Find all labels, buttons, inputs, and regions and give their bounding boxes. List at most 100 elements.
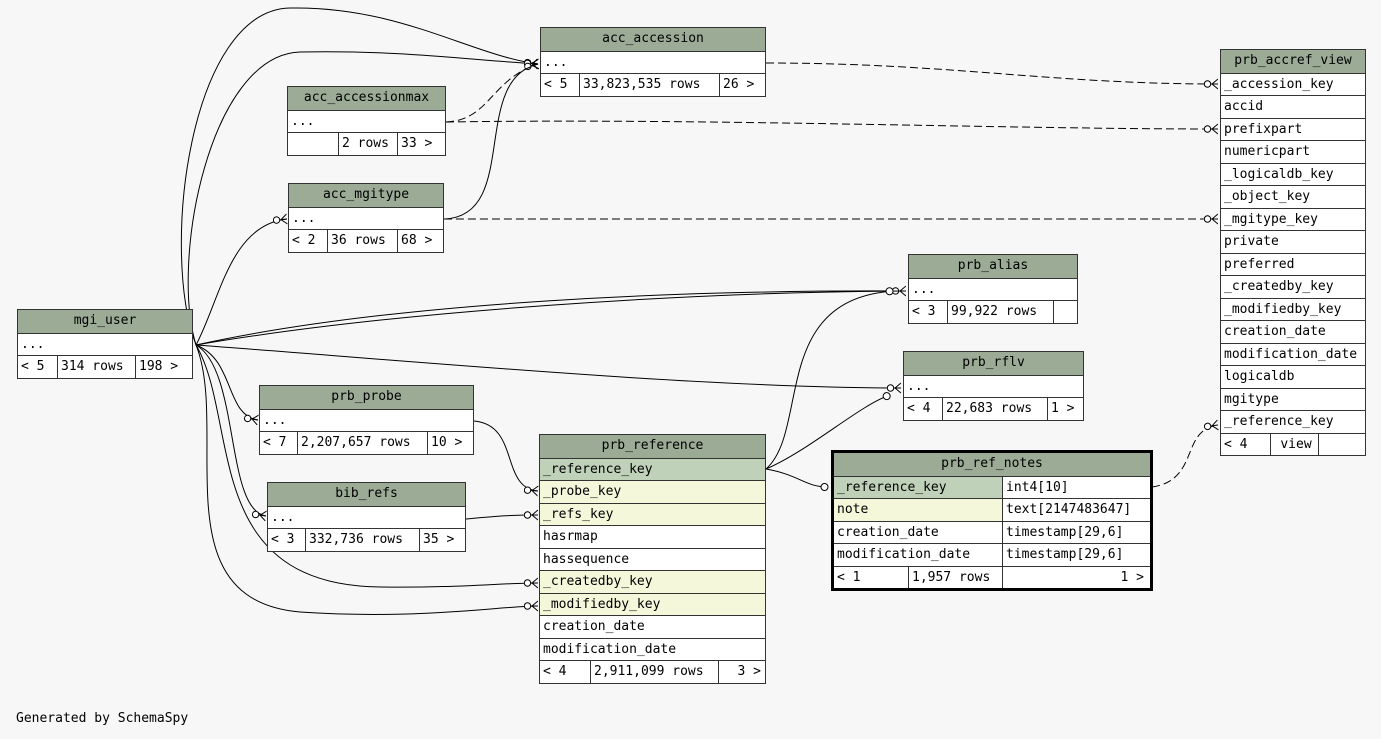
column-object-key[interactable]: _object_key bbox=[1221, 185, 1365, 208]
table-prb-alias[interactable]: prb_alias ... < 3 99,922 rows bbox=[908, 254, 1078, 324]
edge-prbrefnotes-view bbox=[1151, 425, 1218, 488]
column-modifiedby-key[interactable]: _modifiedby_key bbox=[1221, 297, 1365, 321]
column-reference-key[interactable]: _reference_key bbox=[540, 457, 765, 480]
edge-mgiuser-prbalias-2 bbox=[195, 290, 907, 346]
column-modification-date[interactable]: modification_date bbox=[1221, 342, 1365, 366]
nav-parents[interactable]: < 3 bbox=[912, 304, 936, 319]
column-creation-date[interactable]: creation_date timestamp[29,6] bbox=[834, 520, 1150, 543]
table-prb-accref-view[interactable]: prb_accref_view _accession_key accid pre… bbox=[1220, 49, 1366, 456]
row-count: 1,957 rows bbox=[908, 566, 1002, 588]
column-modification-date[interactable]: modification_date bbox=[540, 637, 765, 661]
table-title[interactable]: bib_refs bbox=[268, 483, 465, 506]
table-title[interactable]: prb_alias bbox=[909, 255, 1077, 278]
nav-parents[interactable]: < 5 bbox=[544, 77, 568, 92]
nav-children[interactable]: 26 > bbox=[719, 74, 765, 96]
table-acc-mgitype[interactable]: acc_mgitype ... < 2 36 rows 68 > bbox=[288, 183, 444, 253]
table-ellipsis-row: ... bbox=[909, 277, 1077, 301]
column-hassequence[interactable]: hassequence bbox=[540, 547, 765, 571]
nav-children[interactable]: 68 > bbox=[397, 230, 443, 252]
table-title[interactable]: prb_reference bbox=[540, 435, 765, 458]
nav-children[interactable]: 1 > bbox=[1047, 398, 1083, 420]
edge-mgiuser-prbprobe bbox=[195, 344, 258, 420]
column-accession-key[interactable]: _accession_key bbox=[1221, 72, 1365, 96]
column-createdby-key[interactable]: _createdby_key bbox=[1221, 275, 1365, 298]
ellipsis: ... bbox=[912, 281, 936, 297]
table-ellipsis-row: ... bbox=[18, 332, 192, 356]
row-count: 2,207,657 rows bbox=[297, 432, 427, 454]
column-refs-key[interactable]: _refs_key bbox=[540, 502, 765, 525]
column-type: int4[10] bbox=[1002, 476, 1150, 498]
nav-parents[interactable]: < 1 bbox=[837, 569, 861, 585]
table-acc-accessionmax[interactable]: acc_accessionmax ... 2 rows 33 > bbox=[287, 86, 446, 156]
row-count: 33,823,535 rows bbox=[579, 74, 719, 96]
nav-parents[interactable]: < 5 bbox=[21, 359, 45, 374]
nav-parents[interactable] bbox=[288, 133, 338, 155]
column-modifiedby-key[interactable]: _modifiedby_key bbox=[540, 592, 765, 615]
nav-parents[interactable]: < 4 bbox=[543, 664, 567, 679]
table-title[interactable]: acc_accessionmax bbox=[288, 87, 445, 110]
table-prb-reference[interactable]: prb_reference _reference_key _probe_key … bbox=[539, 434, 766, 684]
column-preferred[interactable]: preferred bbox=[1221, 252, 1365, 276]
table-title[interactable]: mgi_user bbox=[18, 310, 192, 333]
column-reference-key[interactable]: _reference_key bbox=[1221, 410, 1365, 433]
table-mgi-user[interactable]: mgi_user ... < 5 314 rows 198 > bbox=[17, 309, 193, 379]
nav-children[interactable]: 35 > bbox=[419, 529, 465, 551]
nav-parents[interactable]: < 4 bbox=[1224, 436, 1248, 452]
column-logicaldb-key[interactable]: _logicaldb_key bbox=[1221, 162, 1365, 186]
column-modification-date[interactable]: modification_date timestamp[29,6] bbox=[834, 543, 1150, 566]
table-title[interactable]: prb_accref_view bbox=[1221, 50, 1365, 73]
nav-children[interactable]: 10 > bbox=[427, 432, 473, 454]
table-title[interactable]: acc_accession bbox=[541, 28, 765, 51]
column-name: _createdby_key bbox=[1224, 279, 1334, 294]
column-name: modification_date bbox=[543, 641, 677, 657]
table-prb-probe[interactable]: prb_probe ... < 7 2,207,657 rows 10 > bbox=[259, 385, 474, 455]
nav-children[interactable]: 198 > bbox=[135, 356, 192, 378]
table-title[interactable]: prb_probe bbox=[260, 386, 473, 409]
ellipsis: ... bbox=[21, 336, 45, 352]
nav-parents[interactable]: < 3 bbox=[271, 532, 295, 547]
column-numericpart[interactable]: numericpart bbox=[1221, 140, 1365, 163]
nav-children[interactable]: 3 > bbox=[718, 661, 765, 683]
column-probe-key[interactable]: _probe_key bbox=[540, 480, 765, 503]
column-reference-key[interactable]: _reference_key int4[10] bbox=[834, 475, 1150, 498]
column-private[interactable]: private bbox=[1221, 230, 1365, 253]
nav-children[interactable] bbox=[1053, 301, 1077, 323]
column-createdby-key[interactable]: _createdby_key bbox=[540, 570, 765, 593]
column-accid[interactable]: accid bbox=[1221, 95, 1365, 118]
column-creation-date[interactable]: creation_date bbox=[1221, 320, 1365, 343]
edge-mgiuser-accmgitype bbox=[195, 219, 287, 346]
column-logicaldb[interactable]: logicaldb bbox=[1221, 365, 1365, 388]
column-name: _reference_key bbox=[834, 476, 1002, 498]
nav-children-empty bbox=[1318, 433, 1365, 455]
table-nav-row: < 4 2,911,099 rows 3 > bbox=[540, 660, 765, 683]
edge-accaccession-view bbox=[765, 62, 1218, 84]
column-prefixpart[interactable]: prefixpart bbox=[1221, 117, 1365, 141]
table-title[interactable]: prb_ref_notes bbox=[834, 453, 1150, 476]
table-prb-ref-notes[interactable]: prb_ref_notes _reference_key int4[10] no… bbox=[831, 450, 1153, 591]
nav-parents[interactable]: < 2 bbox=[292, 233, 316, 248]
edge-prbreference-prbrefnotes bbox=[765, 468, 829, 491]
table-prb-rflv[interactable]: prb_rflv ... < 4 22,683 rows 1 > bbox=[903, 351, 1084, 421]
column-note[interactable]: note text[2147483647] bbox=[834, 498, 1150, 521]
table-title[interactable]: prb_rflv bbox=[904, 352, 1083, 375]
column-creation-date[interactable]: creation_date bbox=[540, 615, 765, 638]
column-mgitype[interactable]: mgitype bbox=[1221, 387, 1365, 411]
edge-mgiuser-createdby bbox=[195, 344, 538, 587]
table-title[interactable]: acc_mgitype bbox=[289, 184, 443, 207]
table-acc-accession[interactable]: acc_accession ... < 5 33,823,535 rows 26… bbox=[540, 27, 766, 97]
edge-accmgitype-accaccession bbox=[444, 64, 538, 220]
row-count: 2,911,099 rows bbox=[590, 661, 718, 683]
ellipsis: ... bbox=[263, 412, 287, 428]
column-mgitype-key[interactable]: _mgitype_key bbox=[1221, 207, 1365, 231]
table-nav-row: < 7 2,207,657 rows 10 > bbox=[260, 431, 473, 454]
nav-parents[interactable]: < 4 bbox=[907, 401, 931, 416]
table-bib-refs[interactable]: bib_refs ... < 3 332,736 rows 35 > bbox=[267, 482, 466, 552]
column-name: _modifiedby_key bbox=[543, 596, 661, 612]
edge-prbprobe-prbreference bbox=[473, 420, 538, 491]
nav-children[interactable]: 1 > bbox=[1002, 566, 1150, 588]
column-name: _object_key bbox=[1224, 189, 1311, 204]
nav-parents[interactable]: < 7 bbox=[263, 435, 287, 450]
edge-prbreference-prbrflv bbox=[765, 392, 891, 470]
column-hasrmap[interactable]: hasrmap bbox=[540, 525, 765, 548]
nav-children[interactable]: 33 > bbox=[397, 133, 445, 155]
